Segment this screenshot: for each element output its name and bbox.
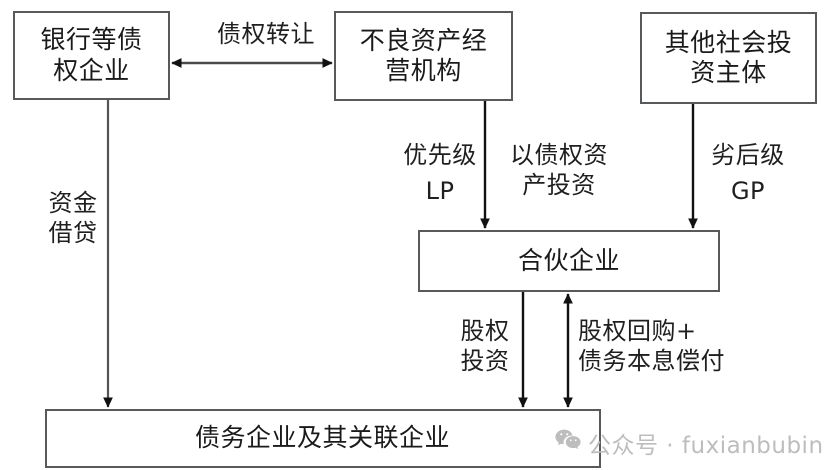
node-creditor-bank[interactable]: 银行等债 权企业: [13, 11, 170, 100]
node-debtor-group[interactable]: 债务企业及其关联企业: [45, 409, 601, 468]
wechat-icon: [555, 429, 581, 457]
node-partnership[interactable]: 合伙企业: [418, 230, 720, 292]
edge-label-equity-invest: 股权 投资: [460, 317, 510, 375]
edge-label-senior-lp-abbr: LP: [425, 177, 455, 205]
edge-label-debt-asset-invest: 以债权资 产投资: [510, 141, 608, 199]
watermark: 公众号 · fuxianbubin: [555, 426, 824, 460]
node-other-investors[interactable]: 其他社会投 资主体: [640, 12, 817, 104]
edge-label-capital-lending: 资金 借贷: [48, 189, 98, 247]
edge-label-senior-lp: 优先级: [403, 141, 477, 169]
edge-label-junior-gp: 劣后级: [711, 141, 785, 169]
edge-label-claim-transfer: 债权转让: [217, 20, 315, 48]
edge-label-buyback-repay: 股权回购+ 债务本息偿付: [578, 317, 725, 375]
node-npl-manager[interactable]: 不良资产经 营机构: [334, 11, 513, 101]
edge-label-junior-gp-abbr: GP: [730, 177, 766, 205]
watermark-text: 公众号 · fuxianbubin: [588, 433, 824, 459]
